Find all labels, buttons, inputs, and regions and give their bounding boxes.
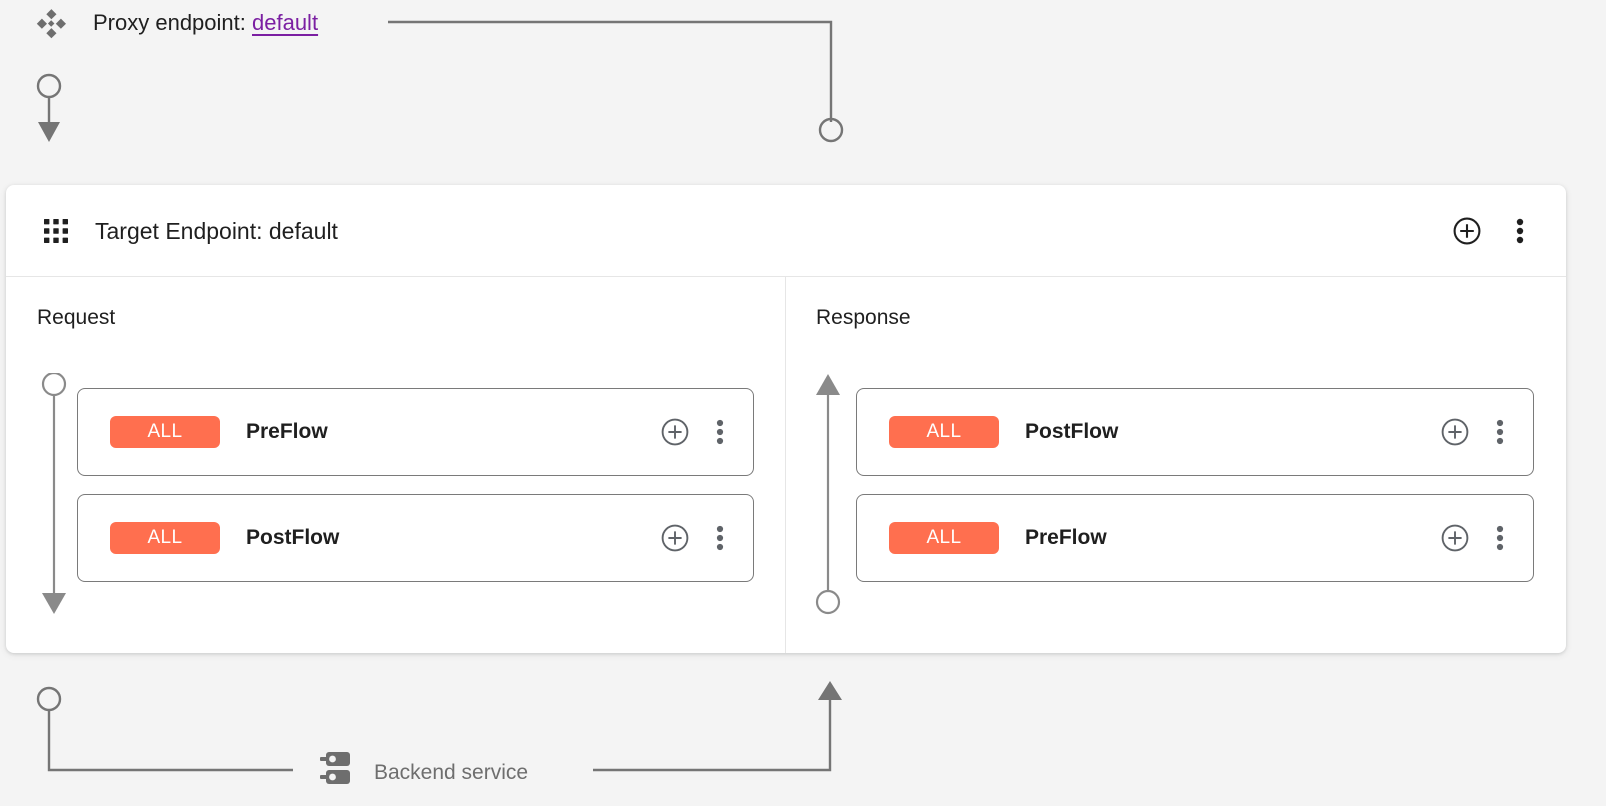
flow-row[interactable]: ALL PreFlow	[77, 388, 754, 476]
row-actions	[1440, 523, 1504, 553]
add-icon[interactable]	[660, 523, 690, 553]
target-endpoint-card: Target Endpoint: default	[6, 185, 1566, 653]
response-flow-rail	[815, 374, 841, 615]
proxy-endpoint-row: Proxy endpoint: default	[0, 0, 1606, 48]
response-flow-list: ALL PostFlow	[856, 388, 1534, 582]
flow-row[interactable]: ALL PreFlow	[856, 494, 1534, 582]
add-icon[interactable]	[1440, 417, 1470, 447]
status-badge: ALL	[110, 416, 220, 448]
header-actions	[1452, 215, 1524, 247]
flow-name: PostFlow	[246, 526, 340, 549]
target-endpoint-header: Target Endpoint: default	[6, 185, 1566, 277]
proxy-endpoint-prefix: Proxy endpoint:	[93, 10, 246, 35]
more-options-icon[interactable]	[1496, 523, 1504, 553]
response-column-title: Response	[816, 306, 911, 329]
row-actions	[660, 523, 724, 553]
add-icon[interactable]	[660, 417, 690, 447]
page-title: Target Endpoint: default	[95, 218, 338, 244]
more-options-icon[interactable]	[1496, 417, 1504, 447]
more-options-icon[interactable]	[716, 417, 724, 447]
status-badge: ALL	[889, 522, 999, 554]
status-badge: ALL	[110, 522, 220, 554]
flow-name: PostFlow	[1025, 420, 1119, 443]
flow-name: PreFlow	[1025, 526, 1107, 549]
row-actions	[1440, 417, 1504, 447]
request-column-title: Request	[37, 306, 116, 329]
backend-service-label: Backend service	[374, 760, 529, 784]
status-badge: ALL	[889, 416, 999, 448]
add-icon[interactable]	[1452, 216, 1482, 246]
add-icon[interactable]	[1440, 523, 1470, 553]
proxy-endpoint-link[interactable]: default	[252, 10, 319, 35]
flow-row[interactable]: ALL PostFlow	[856, 388, 1534, 476]
flow-columns: Request ALL PreFlow	[6, 277, 1566, 653]
backend-service[interactable]: Backend service	[318, 750, 528, 795]
request-flow-list: ALL PreFlow	[77, 388, 754, 582]
proxy-endpoint-label: Proxy endpoint: default	[93, 8, 318, 38]
server-rack-icon	[318, 750, 352, 795]
more-options-icon[interactable]	[716, 523, 724, 553]
response-column: Response ALL PostFlow	[785, 277, 1566, 653]
row-actions	[660, 417, 724, 447]
more-options-icon[interactable]	[1516, 216, 1524, 246]
flow-row[interactable]: ALL PostFlow	[77, 494, 754, 582]
flow-name: PreFlow	[246, 420, 328, 443]
diamond-cluster-icon	[36, 9, 66, 39]
request-column: Request ALL PreFlow	[6, 277, 785, 653]
apps-grid-icon	[43, 218, 69, 244]
request-flow-rail	[41, 373, 67, 614]
